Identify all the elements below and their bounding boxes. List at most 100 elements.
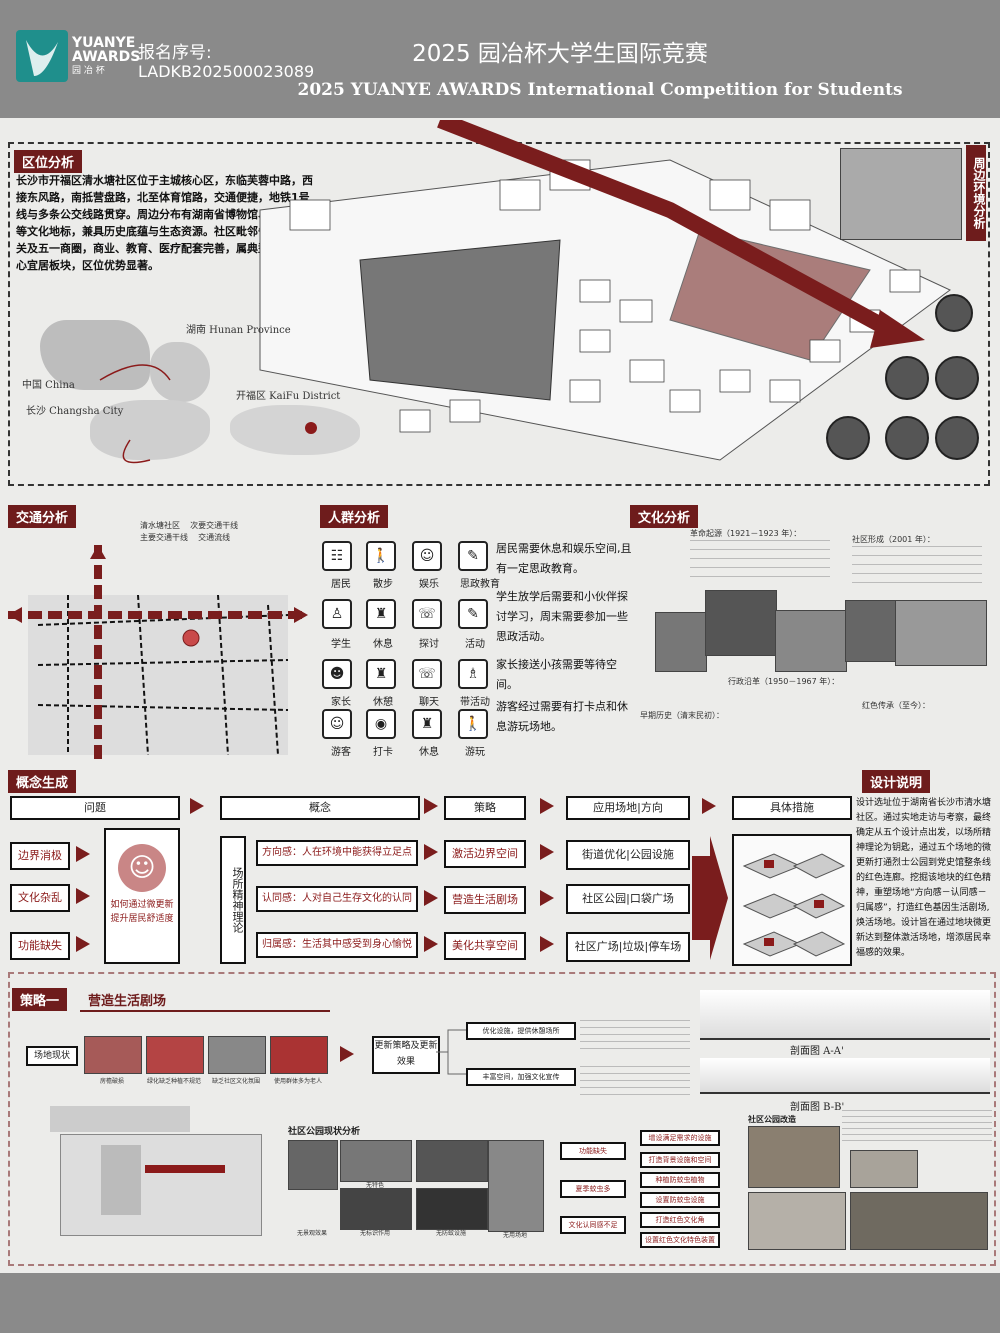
problem-1: 边界消极 (10, 842, 70, 870)
arrow-icon (190, 798, 204, 814)
big-arrow-icon (692, 836, 728, 960)
crowd-act: 游玩 (465, 747, 485, 758)
site-plan (60, 1134, 262, 1236)
crowd-act: 休息 (419, 747, 439, 758)
status-photo-1 (84, 1036, 142, 1074)
crowd-title: 人群分析 (320, 505, 389, 528)
crowd-desc: 居民需要休息和娱乐空间,且有一定思政教育。 (496, 542, 632, 575)
issue-3: 文化认同感不足 (560, 1216, 626, 1234)
legend-site: 清水塘社区 (140, 521, 180, 530)
site-1: 街道优化|公园设施 (566, 840, 690, 870)
culture-text-1 (690, 540, 830, 584)
status-caption: 房檐破损 (99, 1078, 124, 1085)
plan-grid (101, 1145, 141, 1215)
logo-main: YUANYE (72, 35, 136, 51)
spirit-theory: 场所精神理论 (220, 836, 246, 964)
section-aa-drawing (700, 990, 990, 1040)
activity-icon: ✎ (458, 599, 488, 629)
arrow-icon (76, 936, 90, 952)
surround-photo-1 (935, 294, 973, 332)
update-strategy: 更新策略及更新效果 (372, 1036, 440, 1074)
site-2: 社区公园|口袋广场 (566, 884, 690, 914)
park-caption: 无特色 (365, 1182, 384, 1189)
issue-2: 夏季蚊虫多 (560, 1180, 626, 1198)
location-title: 区位分析 (14, 150, 83, 173)
legend-flow: 交通流线 (198, 533, 231, 542)
concept-1: 方向感：人在环境中能获得立足点 (256, 840, 418, 866)
park-caption: 无景观效果 (296, 1230, 327, 1237)
measure-1: 增设满足需求的设施 (640, 1130, 720, 1146)
status-photo-4 (270, 1036, 328, 1074)
smile-icon: ☺ (118, 844, 166, 892)
culture-photo-4 (845, 600, 897, 662)
center-box: ☺ 如何通过微更新提升居民舒适度 (104, 828, 180, 964)
renew-plan (748, 1126, 840, 1188)
crowd-act: 带活动 (460, 697, 490, 708)
page-subtitle: 2025 YUANYE AWARDS International Competi… (297, 80, 903, 100)
crowd-group: 居民 (331, 579, 351, 590)
concept-2: 认同感：人对自己生存文化的认同 (256, 886, 418, 912)
status-photo-3 (208, 1036, 266, 1074)
culture-photo-3 (775, 610, 847, 672)
issue-1: 功能缺失 (560, 1142, 626, 1160)
header-site: 应用场地|方向 (566, 796, 690, 820)
culture-era-3: 行政沿革（1950－1967 年）： (728, 677, 840, 686)
center-text: 如何通过微更新提升居民舒适度 (110, 900, 174, 924)
renew-render-2 (850, 1150, 918, 1188)
effect-1: 优化设施，提供休憩场所 (466, 1022, 576, 1040)
crowd-desc: 学生放学后需要和小伙伴探讨学习，周末需要参加一些思政活动。 (496, 590, 628, 643)
crowd-desc: 游客经过需要有打卡点和休息游玩场地。 (496, 700, 628, 733)
strategy1-underline (80, 1010, 330, 1012)
branch-lines (436, 1029, 466, 1075)
plan-red-path (145, 1165, 225, 1173)
problem-3: 功能缺失 (10, 932, 70, 960)
hunan-map (150, 342, 210, 402)
arrow-icon (540, 798, 554, 814)
crowd-group: 学生 (331, 639, 351, 650)
surround-photo-3 (935, 356, 979, 400)
concept-title: 概念生成 (8, 770, 77, 793)
page-title: 2025 园冶杯大学生国际竞赛 (412, 41, 708, 67)
concept-3: 归属感：生活其中感受到身心愉悦 (256, 932, 418, 958)
problem-2: 文化杂乱 (10, 884, 70, 912)
crowd-act: 打卡 (373, 747, 393, 758)
arrow-icon (76, 846, 90, 862)
bench-icon: ♜ (412, 709, 442, 739)
section-bb-label: 剖面图 B-B' (790, 1102, 845, 1113)
student-icon: ♙ (322, 599, 352, 629)
renew-render-3 (850, 1192, 988, 1250)
arrow-icon (424, 798, 438, 814)
section-bb-drawing (700, 1058, 990, 1094)
measure-6: 设置红色文化特色装置 (640, 1232, 720, 1248)
location-link-lines (99, 364, 171, 464)
culture-text-2 (852, 546, 982, 590)
chat-icon: ☏ (412, 659, 442, 689)
traffic-map (8, 545, 308, 760)
strategy-3: 美化共享空间 (444, 932, 526, 960)
culture-era-2: 社区形成（2001 年）： (852, 535, 935, 544)
site-status-tag: 场地现状 (26, 1046, 78, 1066)
discuss-icon: ☏ (412, 599, 442, 629)
arrow-icon (540, 844, 554, 860)
label-hunan: 湖南 Hunan Province (186, 325, 291, 336)
play-walk-icon: 🚶 (458, 709, 488, 739)
culture-photo-1 (655, 612, 707, 672)
changsha-map (90, 400, 210, 460)
logo-icon (16, 30, 68, 82)
arrow-icon (702, 798, 716, 814)
traffic-title: 交通分析 (8, 505, 77, 528)
design-text: 设计选址位于湖南省长沙市清水塘社区。通过实地走访与考察，最终确定从五个设计点出发… (856, 798, 992, 958)
measure-2: 打造背景设施和空间 (640, 1152, 720, 1168)
strategy1-panel (8, 972, 996, 1266)
parent-icon: ☻ (322, 659, 352, 689)
tourist-icon: ☺ (322, 709, 352, 739)
park-caption: 无防蚊设施 (435, 1230, 466, 1237)
measures-illustration (742, 853, 846, 957)
legend-primary: 主要交通干线 (140, 533, 188, 542)
park-photo-6 (488, 1140, 544, 1232)
label-kaifu: 开福区 KaiFu District (236, 391, 341, 402)
effect-text-1 (580, 1020, 690, 1054)
park-photo-3 (416, 1140, 488, 1182)
park-photo-5 (416, 1188, 488, 1230)
logo-text: YUANYE AWARDS 园 冶 杯 (72, 36, 140, 78)
